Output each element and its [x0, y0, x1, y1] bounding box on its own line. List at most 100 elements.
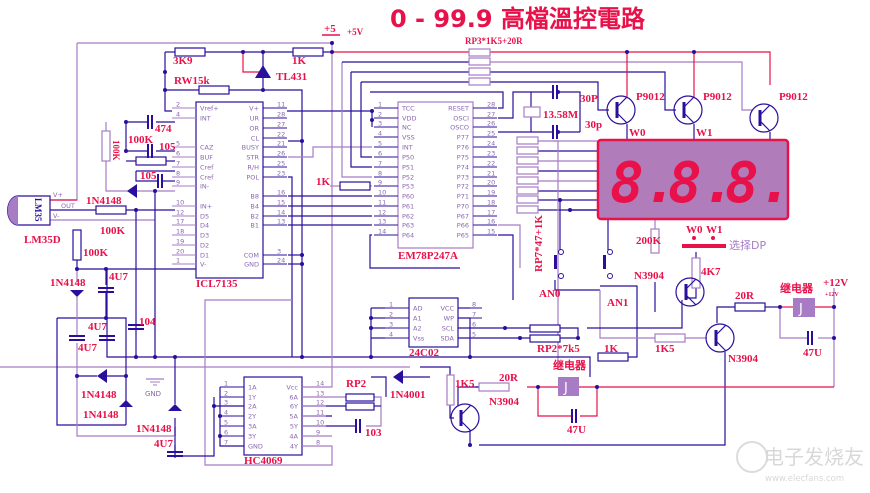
pin-number: 11 — [316, 409, 324, 417]
pin-number: 11 — [378, 199, 386, 207]
label-1k-top: 1K — [292, 55, 307, 67]
junction-dot — [163, 70, 167, 74]
wire — [50, 43, 78, 201]
junction-dot — [595, 385, 599, 389]
pin-number: 5 — [378, 140, 382, 148]
lm35-vp-label: V+ — [53, 191, 63, 199]
resistor-4k7 — [691, 257, 701, 289]
pin-number: 18 — [176, 228, 184, 236]
zener-tl431 — [255, 65, 271, 78]
junction-dot — [369, 316, 373, 320]
junction-dot — [503, 326, 507, 330]
pin-label: P52 — [402, 174, 414, 182]
pin-number: 6 — [176, 150, 180, 158]
junction-dot — [124, 374, 128, 378]
pin-number: 3 — [378, 120, 382, 128]
pin-number: 3 — [277, 248, 281, 256]
pin-number: 11 — [277, 101, 285, 109]
resistor-rp7 — [516, 195, 539, 204]
pin-label: B1 — [250, 222, 259, 230]
pin-label: 3A — [248, 423, 257, 431]
wire — [164, 52, 172, 112]
wire — [135, 171, 158, 182]
label-1n4148-d: 1N4148 — [83, 409, 119, 421]
wire — [371, 376, 387, 397]
pin-label: P63 — [402, 222, 414, 230]
junction-dot — [468, 443, 472, 447]
resistor-rp7 — [516, 176, 539, 185]
transistor-p9012-b — [673, 95, 703, 125]
wire — [479, 352, 726, 446]
pin-label: P74 — [457, 164, 469, 172]
label-w0-select: W0 — [686, 224, 703, 236]
label-20r-a: 20R — [735, 290, 755, 302]
wire — [370, 91, 504, 109]
pin-number: 1 — [224, 380, 228, 388]
pin-number: 3 — [224, 399, 228, 407]
resistor-1k-bot — [597, 352, 629, 362]
resistor-20r-a — [734, 302, 766, 312]
ic-24c02 — [408, 297, 459, 348]
diode-1n4001 — [393, 370, 403, 384]
pin-label: D4 — [200, 222, 209, 230]
junction-dot — [261, 50, 265, 54]
watermark: 电子发烧友 www.elecfans.com — [736, 441, 864, 484]
junction-dot — [261, 88, 265, 92]
button-an1[interactable] — [603, 255, 606, 269]
pin-number: 26 — [487, 120, 495, 128]
pin-number: 6 — [378, 150, 382, 158]
pin-label: P77 — [457, 134, 469, 142]
em78p247a-name: EM78P247A — [398, 250, 458, 262]
crystal-13-58m — [523, 106, 541, 118]
pin-label: OR — [249, 125, 259, 133]
label-w1: W1 — [696, 127, 713, 139]
resistor-1k-mid — [339, 181, 371, 191]
pin-number: 9 — [176, 179, 180, 187]
wire — [174, 397, 215, 457]
ic-em78p247a — [397, 101, 474, 249]
pin-number: 9 — [378, 179, 382, 187]
junction-dot — [832, 305, 836, 309]
label-4u7-c: 4U7 — [78, 342, 97, 354]
junction-dot — [163, 88, 167, 92]
relay-1: J — [793, 298, 815, 317]
pin-label: V- — [200, 261, 207, 269]
wire — [288, 176, 293, 357]
pin-number: 10 — [378, 189, 386, 197]
pin-label: OSCO — [450, 124, 469, 132]
relay-2-glyph: J — [563, 381, 568, 396]
wire — [229, 89, 303, 142]
pin-number: 2 — [176, 101, 180, 109]
button-an0[interactable] — [554, 255, 557, 269]
pin-number: 4 — [378, 130, 382, 138]
pin-label: GND — [248, 443, 263, 451]
resistor-rp3 — [468, 77, 491, 86]
wire — [600, 285, 638, 358]
pin-label: Vref+ — [200, 105, 219, 113]
pin-label: P60 — [402, 193, 414, 201]
pin-label: BUSY — [242, 144, 259, 152]
pin-label: P76 — [457, 144, 469, 152]
pin-label: D2 — [200, 242, 209, 250]
pin-number: 2 — [224, 390, 228, 398]
pin-number: 22 — [487, 160, 495, 168]
label-1k-bot: 1K — [604, 343, 619, 355]
pin-label: TCC — [401, 105, 415, 113]
wire — [350, 72, 372, 168]
junction-dot — [75, 267, 79, 271]
wire — [599, 290, 655, 339]
junction-dot — [330, 41, 334, 45]
pin-label: UR — [250, 115, 260, 123]
junction-dot — [124, 149, 128, 153]
pin-label: Cref — [200, 164, 214, 172]
label-105-a: 105 — [159, 141, 176, 153]
pin-number: 4 — [176, 111, 180, 119]
gnd-label: GND — [145, 390, 161, 398]
junction-dot — [330, 50, 334, 54]
pin-label: P64 — [402, 232, 414, 240]
diode-1n4148-b — [70, 290, 84, 297]
pin-number: 24 — [487, 140, 495, 148]
resistor-rp7 — [516, 146, 539, 155]
resistor-rp2-7k5-a — [529, 324, 561, 333]
wire — [366, 396, 382, 427]
